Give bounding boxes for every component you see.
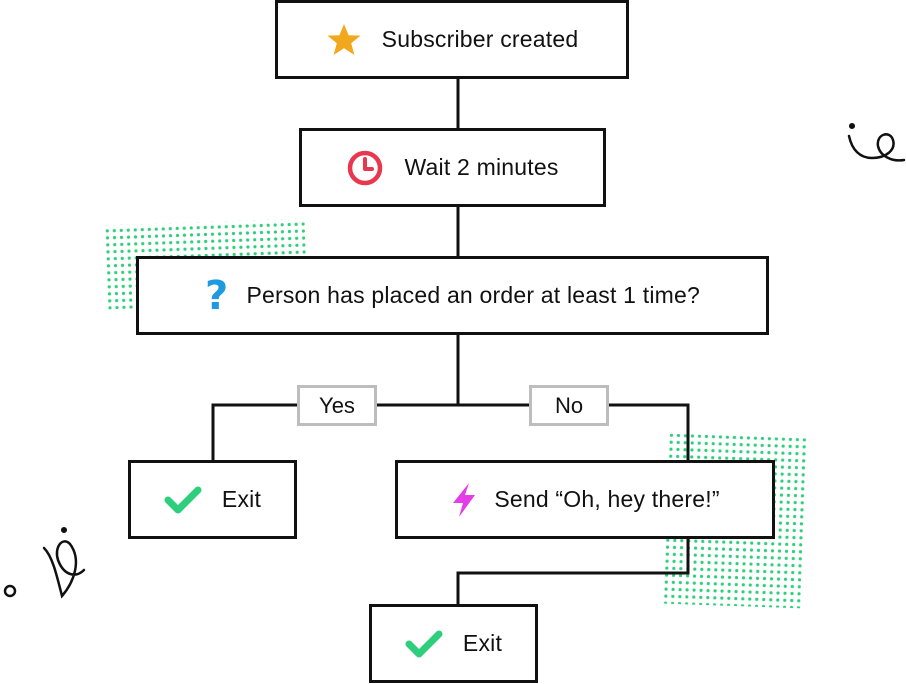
trigger-node-subscriber-created[interactable]: Subscriber created xyxy=(275,0,629,79)
squiggle-bottom-left xyxy=(3,526,86,599)
exit-node-yes[interactable]: Exit xyxy=(128,460,297,539)
delay-node-label: Wait 2 minutes xyxy=(404,154,559,180)
clock-icon xyxy=(346,149,384,187)
exit-node-no-label: Exit xyxy=(462,630,503,656)
trigger-node-label: Subscriber created xyxy=(381,26,579,52)
branch-label-no-text: No xyxy=(554,392,584,418)
exit-node-yes-label: Exit xyxy=(221,486,262,512)
question-icon: ? xyxy=(205,272,229,319)
branch-label-yes-text: Yes xyxy=(319,392,355,418)
send-email-node[interactable]: Send “Oh, hey there!” xyxy=(395,460,775,539)
checkmark-icon xyxy=(405,629,443,659)
star-icon xyxy=(326,23,362,57)
checkmark-icon xyxy=(164,485,202,515)
exit-node-no[interactable]: Exit xyxy=(369,604,538,683)
lightning-icon xyxy=(450,482,478,518)
send-email-node-label: Send “Oh, hey there!” xyxy=(494,486,720,512)
branch-label-no: No xyxy=(529,385,609,426)
squiggle-top-right xyxy=(847,122,906,162)
condition-node-label: Person has placed an order at least 1 ti… xyxy=(246,282,700,308)
condition-node[interactable]: ? Person has placed an order at least 1 … xyxy=(136,256,769,335)
delay-node-wait[interactable]: Wait 2 minutes xyxy=(299,128,606,207)
connector-send-exit xyxy=(456,537,690,605)
branch-label-yes: Yes xyxy=(297,385,377,426)
